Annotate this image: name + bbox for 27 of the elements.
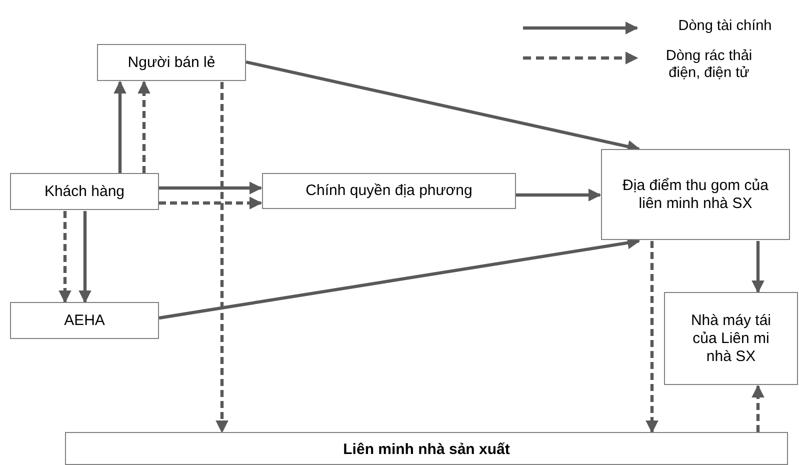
process-box xyxy=(10,302,159,339)
arrow xyxy=(646,241,658,434)
process-box xyxy=(65,432,788,465)
box-label: Nhà máy tái của Liên mi nhà SX xyxy=(690,312,772,366)
arrow xyxy=(159,182,262,194)
arrow xyxy=(78,211,92,304)
box-label: AEHA xyxy=(64,312,105,330)
box-label: Địa điểm thu gom của liên minh nhà SX xyxy=(622,176,770,212)
process-box xyxy=(10,173,159,210)
arrow xyxy=(752,241,764,294)
box-label: Liên minh nhà sản xuất xyxy=(343,441,510,459)
legend-label: Dòng rác thải điện, điện tử xyxy=(664,48,754,83)
arrow xyxy=(159,196,262,210)
arrow xyxy=(58,211,72,304)
arrow xyxy=(114,80,126,173)
arrow xyxy=(752,384,764,432)
arrow xyxy=(138,80,150,173)
process-box xyxy=(262,173,516,209)
process-box xyxy=(97,44,246,81)
arrow xyxy=(216,82,228,434)
box-label: Chính quyền địa phương xyxy=(306,182,472,200)
process-box xyxy=(601,149,790,240)
box-label: Người bán lẻ xyxy=(128,54,216,72)
process-box xyxy=(664,292,798,385)
arrow xyxy=(516,188,602,202)
legend-label: Dòng tài chính xyxy=(677,18,773,36)
box-label: Khách hàng xyxy=(44,182,125,200)
